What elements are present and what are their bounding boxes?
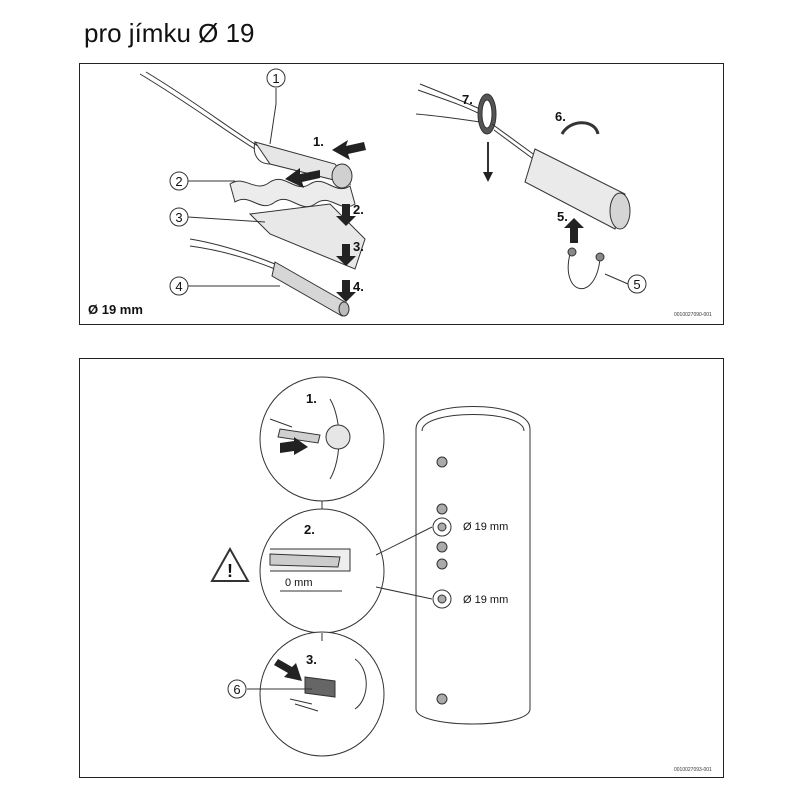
top-instruction-panel: 1 2 3 4 5 1. 2. 3. 4. Ø 19 mm [79, 63, 724, 325]
step-6-right: 6. [555, 109, 566, 124]
step-5-right: 5. [557, 209, 568, 224]
bottom-illustration: ! 6 1. 2. 3. 0 mm Ø 19 mm Ø 19 mm 001002… [210, 376, 712, 773]
warning-triangle-icon: ! [210, 546, 250, 582]
callout-2: 2 [175, 174, 182, 189]
step-2-bottom: 2. [304, 522, 315, 537]
step-1-bottom: 1. [306, 391, 317, 406]
callout-5: 5 [633, 277, 640, 292]
svg-text:!: ! [227, 561, 233, 581]
step-3-left: 3. [353, 239, 364, 254]
step-1-left: 1. [313, 134, 324, 149]
page-title: pro jímku Ø 19 [84, 18, 255, 48]
dimension-label: 0 mm [285, 577, 313, 589]
doc-code-bottom: 0010027093-001 [674, 767, 712, 773]
step-3-bottom: 3. [306, 652, 317, 667]
step-2-left: 2. [353, 202, 364, 217]
top-illustration: 1 2 3 4 5 1. 2. 3. 4. Ø 19 mm [88, 68, 712, 318]
sensor-diameter-label-2: Ø 19 mm [463, 594, 508, 606]
doc-code-top: 0010027090-001 [674, 312, 712, 318]
diameter-label: Ø 19 mm [88, 302, 143, 317]
step-7-right: 7. [462, 92, 473, 107]
callout-1: 1 [272, 71, 279, 86]
sensor-diameter-label-1: Ø 19 mm [463, 521, 508, 533]
callout-6: 6 [233, 682, 240, 697]
bottom-instruction-panel: ! 6 1. 2. 3. 0 mm Ø 19 mm Ø 19 mm 001002… [79, 358, 724, 778]
callout-4: 4 [175, 279, 182, 294]
step-4-left: 4. [353, 279, 364, 294]
callout-3: 3 [175, 210, 182, 225]
